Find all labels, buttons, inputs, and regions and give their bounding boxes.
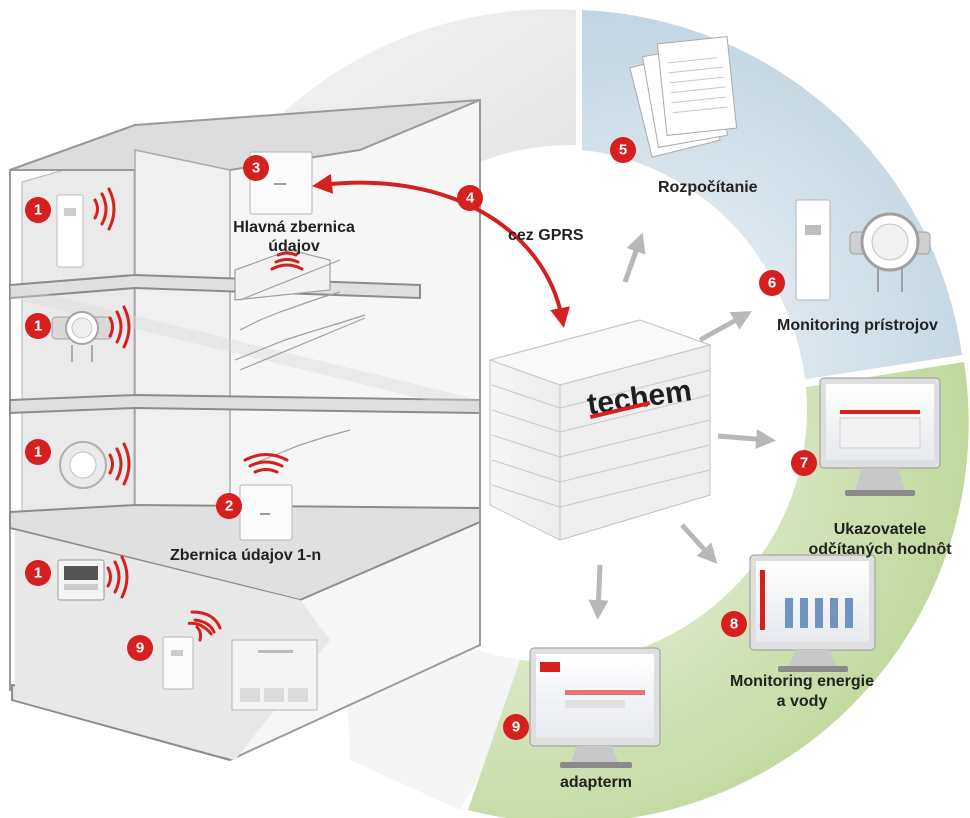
main-collector-label-2: údajov xyxy=(268,238,320,255)
water-meter-icon xyxy=(849,212,931,292)
radio-wave-icon xyxy=(108,305,131,349)
marker-1: 1 xyxy=(25,439,51,465)
svg-text:5: 5 xyxy=(619,142,627,159)
svg-text:1: 1 xyxy=(34,565,42,582)
flow-arrows xyxy=(588,232,776,620)
heat-cost-allocator-icon xyxy=(56,194,84,268)
arrow-to-energy xyxy=(680,523,718,564)
radio-wave-icon xyxy=(106,555,129,599)
monitor-icon xyxy=(529,647,661,768)
marker-9: 9 xyxy=(503,714,529,740)
svg-text:6: 6 xyxy=(768,275,776,292)
svg-text:4: 4 xyxy=(466,190,475,207)
server-building-icon: techem xyxy=(488,319,712,541)
svg-text:9: 9 xyxy=(512,719,520,736)
gprs-connection-arrow xyxy=(312,173,570,328)
indicators-label: Ukazovatele xyxy=(834,521,927,538)
indicators-label-2: odčítaných hodnôt xyxy=(808,541,952,558)
energy-monitoring-label: Monitoring energie xyxy=(730,673,874,690)
radio-wave-icon xyxy=(270,251,304,271)
device-monitoring-label: Monitoring prístrojov xyxy=(777,317,938,334)
radio-wave-icon xyxy=(93,187,116,231)
svg-text:7: 7 xyxy=(800,455,808,472)
gprs-label: cez GPRS xyxy=(508,227,584,244)
smoke-detector-icon xyxy=(59,441,107,489)
marker-8: 8 xyxy=(721,611,747,637)
svg-text:1: 1 xyxy=(34,444,42,461)
marker-1: 1 xyxy=(25,313,51,339)
svg-text:8: 8 xyxy=(730,616,738,633)
arrow-to-adapterm xyxy=(588,564,609,620)
document-stack-icon xyxy=(629,36,738,158)
svg-text:1: 1 xyxy=(34,318,42,335)
marker-6: 6 xyxy=(759,270,785,296)
energy-monitoring-label-2: a vody xyxy=(777,693,828,710)
water-meter-icon xyxy=(51,311,113,362)
arrow-to-device-monitoring xyxy=(698,311,752,343)
marker-1: 1 xyxy=(25,560,51,586)
heat-cost-allocator-icon xyxy=(795,199,831,301)
adapterm-label: adapterm xyxy=(560,774,632,791)
marker-9: 9 xyxy=(127,635,153,661)
monitor-icon xyxy=(819,377,941,496)
number-markers: 1 1 1 1 2 3 4 5 6 7 8 9 9 xyxy=(25,137,817,740)
collector-label: Zbernica údajov 1-n xyxy=(170,547,321,564)
ground-floor-device-icon xyxy=(162,636,194,690)
arrow-to-billing xyxy=(622,232,646,283)
svg-text:3: 3 xyxy=(252,160,260,177)
marker-7: 7 xyxy=(791,450,817,476)
hvac-unit-icon xyxy=(231,639,318,711)
labels: Hlavná zbernica údajov cez GPRS Zbernica… xyxy=(170,179,952,791)
marker-3: 3 xyxy=(243,155,269,181)
radio-wave-icons xyxy=(93,187,304,642)
radio-wave-icon xyxy=(187,610,222,642)
billing-label: Rozpočítanie xyxy=(658,179,758,196)
monitor-icons xyxy=(529,377,941,768)
main-collector-label: Hlavná zbernica xyxy=(233,219,355,236)
stairs xyxy=(234,249,366,466)
svg-text:1: 1 xyxy=(34,202,42,219)
marker-1: 1 xyxy=(25,197,51,223)
radio-wave-icon xyxy=(243,453,289,474)
marker-4: 4 xyxy=(457,185,483,211)
electricity-meter-icon xyxy=(57,559,105,601)
svg-text:9: 9 xyxy=(136,640,144,657)
device-monitoring-devices xyxy=(795,199,931,301)
radio-wave-icon xyxy=(108,442,131,486)
data-collector-icon xyxy=(239,484,293,541)
marker-2: 2 xyxy=(216,493,242,519)
marker-5: 5 xyxy=(610,137,636,163)
svg-text:2: 2 xyxy=(225,498,233,515)
arrow-to-indicators xyxy=(717,429,776,450)
monitor-icon xyxy=(749,554,876,672)
